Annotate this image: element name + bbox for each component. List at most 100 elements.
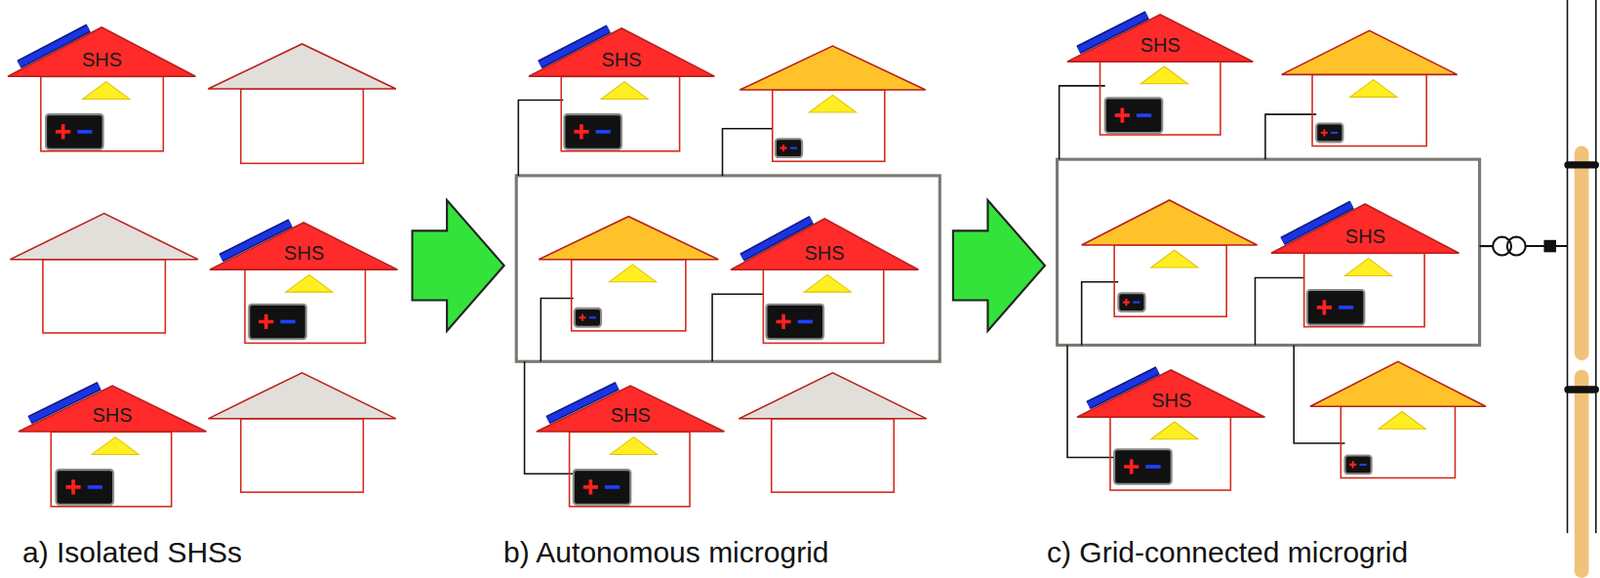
shs-roof: SHS [1271,203,1459,253]
house-wall [240,88,364,163]
solar-panel [1078,14,1147,50]
roof-label: SHS [1067,35,1253,55]
solar-panel-frame [548,386,618,421]
solar-panel-frame [1282,204,1353,241]
lamp [1378,411,1426,430]
roof-triangle [18,385,206,432]
shs-roof: SHS [528,28,715,77]
house-wall [42,259,166,333]
battery-plus [1122,298,1130,306]
battery-plus [1115,108,1130,123]
grid-clamp [1563,385,1600,393]
solar-panel-frame [19,28,89,65]
house-wall [244,269,365,343]
roof-label: SHS [1077,390,1265,410]
battery-minus [1330,131,1338,134]
battery-plus [775,314,791,329]
wire [722,128,773,176]
battery-minus [1136,113,1152,118]
wire [1265,114,1317,160]
solar-panel [221,222,291,258]
house-roof [738,372,926,419]
microgrid-boundary [1057,159,1480,345]
house-roof [538,216,719,260]
roof-triangle [7,27,196,77]
battery-plus [65,479,80,494]
roof-label: SHS [7,49,196,70]
house-wall [762,269,883,343]
battery-minus [1338,305,1354,310]
lamp [82,81,130,100]
roof-triangle [1077,369,1265,417]
battery [1114,448,1172,484]
panel-caption: b) Autonomous microgrid [503,534,830,570]
panel-caption: c) Grid-connected microgrid [1046,534,1408,570]
battery [573,469,632,505]
solar-panel [539,29,608,65]
wire [1254,277,1304,345]
wire [540,297,573,361]
battery-plus [583,479,599,494]
roof-label: SHS [1271,226,1459,246]
solar-panel-frame [1088,369,1159,405]
solar-panel-frame [1078,14,1147,50]
lamp [808,94,856,113]
transition-arrow [412,200,505,331]
shs-roof: SHS [1077,369,1265,417]
house-wall [571,259,686,331]
lamp [1140,66,1188,84]
battery [248,304,307,340]
house-wall [1110,416,1231,490]
wire [1059,85,1106,160]
house-roof [1281,30,1458,75]
solar-panel [19,28,89,65]
house-wall [560,76,680,151]
shs-roof: SHS [536,385,724,432]
house-roof [739,45,925,90]
battery-minus [798,320,813,324]
solar-panel-frame [539,29,608,65]
battery [765,304,824,340]
battery-minus [87,484,103,489]
roof-triangle [1067,14,1253,62]
lamp [803,274,851,292]
battery-plus [780,144,788,152]
shs-roof: SHS [7,27,196,77]
roof-triangle [730,218,919,270]
battery-plus [578,314,586,321]
roof-triangle [536,385,724,432]
battery-plus [258,314,274,329]
battery-minus [1145,464,1160,469]
battery-minus [1359,463,1366,466]
wire [1081,281,1120,346]
house-roof [1310,360,1486,406]
house-wall [569,431,690,506]
lamp [609,437,657,455]
house-wall [1312,74,1427,146]
house-roof [207,372,396,419]
breaker [1543,240,1557,253]
battery-minus [77,129,92,134]
battery [1307,289,1365,325]
transition-arrow [953,200,1045,331]
microgrid-boundary [516,175,940,361]
battery-minus [604,484,620,489]
roof-label: SHS [209,242,398,263]
transformer-coil [1507,237,1526,256]
house-wall [1100,61,1221,135]
roof-triangle [209,222,398,270]
lamp [1350,80,1398,98]
solar-panel [548,386,618,421]
house-roof [1081,200,1258,245]
feeder [1480,244,1494,247]
battery-plus [573,123,589,139]
wire [712,293,763,361]
house-wall [40,76,164,151]
grid-clamp [1563,160,1600,168]
battery [574,308,601,327]
battery-minus [790,147,798,150]
house-wall [771,418,895,492]
panel-caption: a) Isolated SHSs [22,534,242,570]
